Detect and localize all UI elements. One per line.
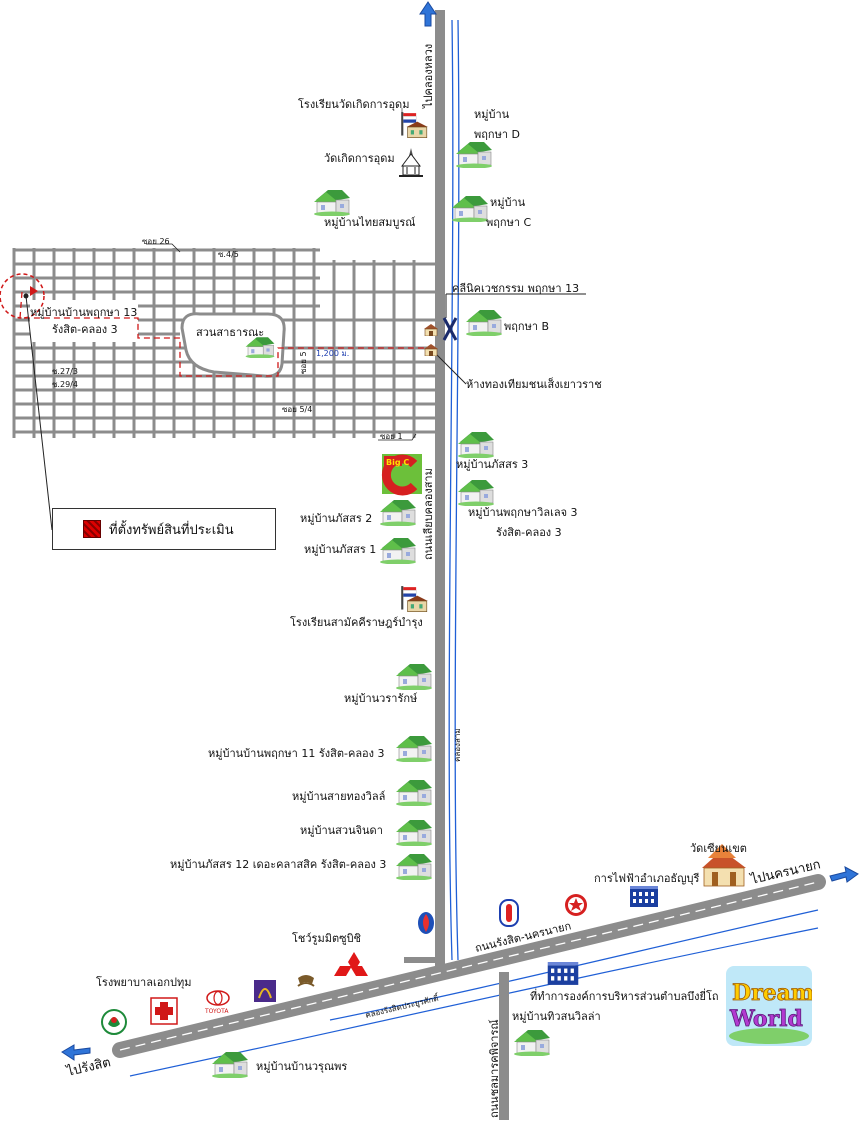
hospital-label: โรงพยาบาลเอกปทุม bbox=[96, 975, 191, 989]
house-icon bbox=[395, 853, 433, 880]
svg-text:TOYOTA: TOYOTA bbox=[204, 1008, 229, 1015]
temple-top-label: วัดเกิดการอุดม bbox=[324, 152, 395, 165]
house-icon bbox=[451, 195, 489, 222]
pattara-12-label: หมู่บ้านภัสสร 12 เดอะคลาสสิค รังสิต-คลอง… bbox=[170, 858, 386, 871]
saithong-label: หมู่บ้านสายทองวิลล์ bbox=[292, 790, 385, 803]
house-icon bbox=[395, 779, 433, 806]
house-icon bbox=[395, 735, 433, 762]
tambon-office-icon bbox=[547, 962, 579, 985]
intersection-icon bbox=[442, 317, 458, 341]
legend: ที่ตั้งทรัพย์สินที่ประเมิน bbox=[52, 508, 276, 550]
pattara-2-label: หมู่บ้านภัสสร 2 bbox=[300, 512, 372, 525]
house-icon bbox=[395, 663, 433, 690]
soi-26-label: ซอย 26 bbox=[142, 237, 170, 246]
ptt-icon bbox=[418, 912, 434, 934]
caltex-icon bbox=[565, 894, 587, 916]
legend-label: ที่ตั้งทรัพย์สินที่ประเมิน bbox=[109, 522, 234, 538]
house-icon bbox=[395, 819, 433, 846]
pruksa-c-label-2: พฤกษา C bbox=[486, 216, 531, 229]
west-arrow-icon bbox=[61, 1044, 91, 1061]
pruksa-d-label-1: หมู่บ้าน bbox=[474, 108, 510, 121]
soi-5-4-label: ซอย 5/4 bbox=[282, 405, 312, 414]
canal-label: คลองสาม bbox=[453, 728, 462, 762]
park-label: สวนสาธารณะ bbox=[196, 326, 264, 339]
house-icon bbox=[379, 499, 417, 526]
temple-east-label: วัดเซียนเขต bbox=[690, 842, 747, 855]
worunporn-label: หมู่บ้านบ้านวรุณพร bbox=[256, 1060, 347, 1073]
pruksa-ville-label-1: หมู่บ้านพฤกษาวิลเลจ 3 bbox=[468, 506, 578, 519]
pruksa-b-label: พฤกษา B bbox=[504, 320, 549, 333]
clinic-label: คลีนิคเวชกรรม พฤกษา 13 bbox=[452, 282, 579, 295]
big-c-logo: Big C bbox=[381, 454, 422, 496]
temple-icon bbox=[398, 148, 424, 178]
soi-1-label: ซอย 1 bbox=[380, 432, 403, 441]
soi-4-5-label: ซ.4/5 bbox=[218, 250, 239, 259]
pattara-3-label: หมู่บ้านภัสสร 3 bbox=[456, 458, 528, 471]
house-icon bbox=[455, 141, 493, 168]
school-top-label: โรงเรียนวัดเกิดการอุดม bbox=[298, 97, 409, 111]
svg-text:World: World bbox=[729, 1006, 803, 1032]
pruksa-c-label-1: หมู่บ้าน bbox=[490, 196, 526, 209]
suanjinda-label: หมู่บ้านสวนจินดา bbox=[300, 824, 383, 837]
soi-5-label: ซอย 5 bbox=[299, 351, 308, 374]
thiwson-label: หมู่บ้านทิวสนวิลล่า bbox=[512, 1010, 601, 1023]
gold-shop-label: ห้างทองเทียมชนเส็งเยาวราช bbox=[466, 377, 602, 391]
bank-icon bbox=[254, 980, 276, 1002]
hospital-icon bbox=[150, 997, 178, 1025]
main-road-label: ถนนเลียบคลองสาม bbox=[422, 468, 435, 560]
electricity-office-icon bbox=[630, 886, 658, 907]
soi-27-3-label: ซ.27/3 bbox=[52, 367, 78, 376]
toyota-logo: TOYOTA bbox=[204, 990, 230, 1015]
legend-swatch bbox=[83, 520, 101, 538]
showroom-label: โชว์รูมมิตซูบิชิ bbox=[292, 931, 361, 945]
temple-east-icon bbox=[702, 844, 746, 887]
wararak-label: หมู่บ้านวรารักษ์ bbox=[344, 692, 418, 705]
village-thai-label: หมู่บ้านไทยสมบูรณ์ bbox=[324, 216, 415, 229]
mitsubishi-icon bbox=[334, 952, 368, 976]
tambon-office-label: ที่ทำการองค์การบริหารส่วนตำบลบึงยี่โถ bbox=[530, 988, 719, 1003]
north-arrow-icon bbox=[419, 1, 437, 27]
house-icon bbox=[379, 537, 417, 564]
kasikorn-bank-icon bbox=[101, 1009, 127, 1035]
subject-label: หมู่บ้านบ้านพฤกษา 13 bbox=[30, 306, 137, 319]
svg-text:Dream: Dream bbox=[732, 980, 812, 1006]
north-direction-label: ไปคลองหลวง bbox=[422, 44, 435, 109]
electricity-label: การไฟฟ้าอำเภอธัญบุรี bbox=[594, 872, 699, 885]
house-icon bbox=[313, 189, 351, 216]
soi-29-4-label: ซ.29/4 bbox=[52, 380, 78, 389]
school-mid-label: โรงเรียนสามัคคีราษฎร์บำรุง bbox=[290, 615, 423, 629]
subject-sub-label: รังสิต-คลอง 3 bbox=[52, 323, 118, 336]
pruksa-d-label-2: พฤกษา D bbox=[474, 128, 520, 141]
house-icon bbox=[513, 1029, 551, 1056]
dreamworld-logo: Dream World bbox=[726, 966, 812, 1046]
school-icon bbox=[400, 586, 429, 613]
svg-text:Big C: Big C bbox=[386, 458, 409, 467]
distance-label: 1,200 ม. bbox=[316, 349, 349, 358]
pattara-1-label: หมู่บ้านภัสสร 1 bbox=[304, 543, 376, 556]
south-road-label: ถนนชลมารคพิจารณ์ bbox=[488, 1019, 501, 1118]
pruksa-ville-label-2: รังสิต-คลอง 3 bbox=[496, 526, 562, 539]
honda-icon bbox=[297, 975, 315, 987]
house-icon bbox=[211, 1051, 249, 1078]
house-icon bbox=[457, 431, 495, 458]
pt-station-icon bbox=[499, 899, 519, 927]
house-icon bbox=[465, 309, 503, 336]
east-arrow-icon bbox=[829, 866, 859, 883]
pruksa-11-label: หมู่บ้านบ้านพฤกษา 11 รังสิต-คลอง 3 bbox=[208, 747, 385, 760]
house-icon bbox=[457, 479, 495, 506]
school-icon bbox=[400, 112, 429, 139]
